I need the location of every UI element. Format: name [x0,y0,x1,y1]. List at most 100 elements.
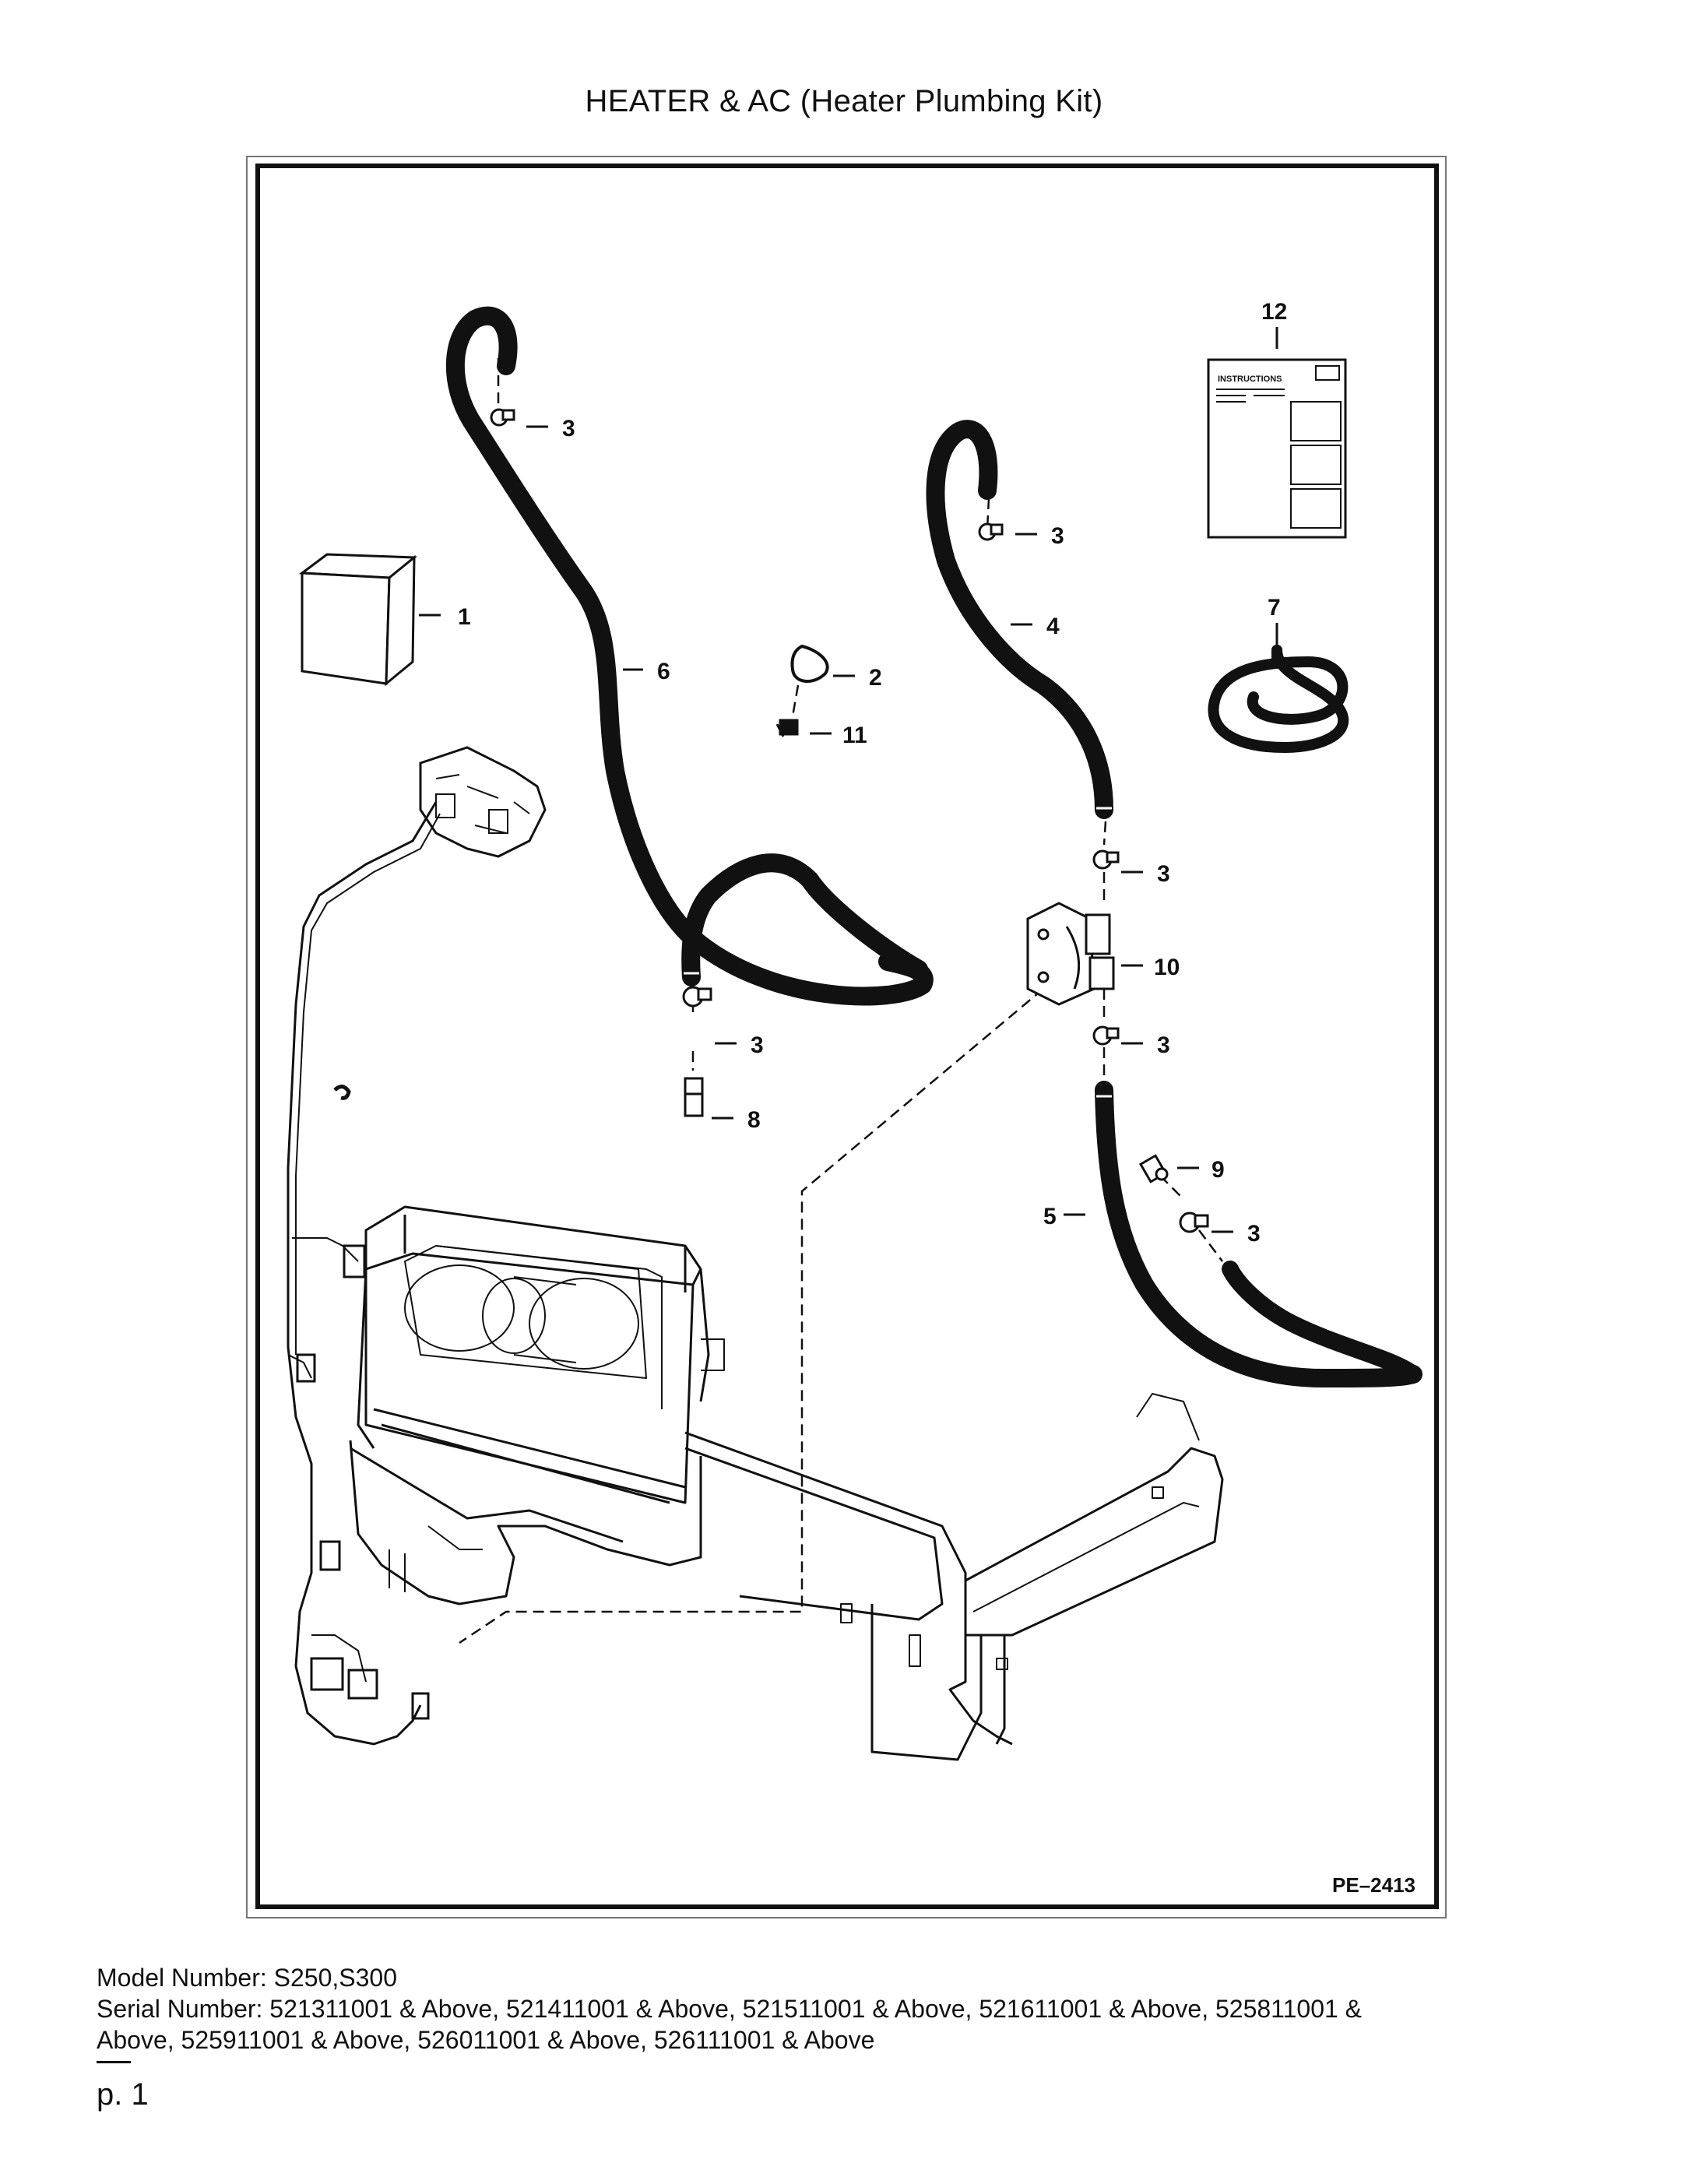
harness-branch-mid [287,1354,312,1379]
callout-8: 8 [747,1107,761,1133]
callout-labels: 1 3 3 4 7 12 6 2 11 3 10 3 3 8 9 5 3 [458,299,1287,1247]
mounting-arm [684,1431,1013,1746]
serial-number-line: Serial Number: 521311001 & Above, 521411… [97,1995,1363,2023]
mounting-arm-detail-left [1136,1393,1200,1441]
heater-base-slot [427,1525,483,1550]
heater-base-block [349,1440,702,1605]
footer-info: Model Number: S250,S300 Serial Number: 5… [97,1962,1591,2056]
blower-wheel-right [529,1278,639,1370]
blower-housing-top [364,1205,702,1286]
harness-cable-inner [295,813,441,1355]
mounting-arm-leg [870,1604,983,1761]
straight-fitting [684,1077,704,1117]
callout-3: 3 [1157,861,1170,887]
heater-base-slot [389,1549,406,1592]
mounting-arm-edge [684,1447,944,1621]
callout-5: 5 [1043,1204,1057,1229]
heater-base-left [350,1447,624,1543]
mounting-arm-right [965,1447,1224,1637]
instructions-label: INSTRUCTIONS [1218,375,1282,384]
hose-4 [926,420,1113,819]
callout-3: 3 [1051,523,1064,549]
mounting-arm-right-inner [972,1502,1200,1613]
hose-clamp [978,522,1004,541]
switch-panel-detail [435,774,530,834]
harness-connector [347,1669,378,1700]
callout-10: 10 [1154,955,1180,980]
push-clip [775,719,799,737]
hose-clamp [1179,1212,1209,1233]
callout-3: 3 [751,1032,764,1058]
blower-housing-side [357,1268,375,1449]
callout-12: 12 [1261,299,1287,325]
small-parts [298,358,1347,1233]
harness-connector [296,1353,316,1383]
harness-cable-main [287,801,438,1746]
mounting-arm-foot [995,1635,1006,1745]
wiring-harness [287,746,547,1746]
harness-branch-upper [292,1237,359,1262]
hose-clamp [1092,1025,1120,1046]
harness-connector [310,1657,344,1691]
callout-3: 3 [1157,1032,1170,1058]
blower-wheel-shaft [513,1276,577,1363]
callout-6: 6 [657,659,670,684]
callout-3: 3 [562,416,575,441]
leader-to-valve [459,988,1044,1644]
hose-5 [1095,1081,1422,1387]
diagram-frame [246,156,1447,1918]
page-number-rule [97,2061,131,2063]
blower-wheel-left [404,1264,515,1352]
callout-dashes [419,327,1278,1233]
callout-7: 7 [1268,595,1281,621]
mounting-slot [840,1603,853,1623]
mounting-slot [909,1634,921,1667]
shutoff-valve [1026,902,1115,1006]
switch [435,793,455,818]
callout-1: 1 [458,604,471,630]
heater-frame-assembly [349,1205,1224,1761]
mounting-slot [1152,1486,1164,1499]
blower-housing-lower [373,1408,686,1504]
hose-end-marks [684,807,1112,1098]
hose-7-coil [1208,645,1349,753]
instructions-sheet [1207,358,1347,539]
clip-loop [790,644,829,684]
filter-box [298,553,418,687]
switch-panel [419,746,547,858]
serial-number-line: Above, 525911001 & Above, 526011001 & Ab… [97,2026,875,2054]
hose-clamp [490,408,515,427]
blower-wheel [404,1245,647,1379]
leader-hose4-valve [1102,821,1107,846]
callout-4: 4 [1046,614,1060,639]
hose-clamp [682,986,712,1008]
diagram-frame-inner [255,164,1439,1909]
hoses [445,306,1422,1387]
callout-2: 2 [869,665,882,691]
blower-housing-flange [403,1215,710,1402]
blower-wheel-center [482,1278,546,1354]
harness-branch-low [311,1634,367,1683]
model-number: Model Number: S250,S300 [97,1964,397,1992]
leader-clip-11 [791,684,800,717]
blower-housing-bracket [701,1338,725,1371]
blower-housing-front [364,1269,695,1504]
callout-3: 3 [1247,1221,1261,1247]
hose-5-return [1222,1261,1422,1383]
figure-id: PE–2413 [1332,1873,1415,1897]
harness-connector [343,1244,366,1278]
hose-6-lower [681,853,928,986]
page-title: HEATER & AC (Heater Plumbing Kit) [585,84,1103,118]
elbow-fitting [1138,1154,1169,1183]
harness-connector [319,1540,341,1571]
callout-9: 9 [1211,1157,1225,1183]
small-clip [333,1085,351,1100]
harness-connector [411,1692,430,1720]
callout-11: 11 [842,723,867,748]
hose-6 [445,306,934,1006]
hose-clamp [1092,849,1120,870]
page-number: p. 1 [97,2077,149,2112]
mounting-slot [996,1658,1008,1670]
blower-housing-rear [435,1245,663,1409]
